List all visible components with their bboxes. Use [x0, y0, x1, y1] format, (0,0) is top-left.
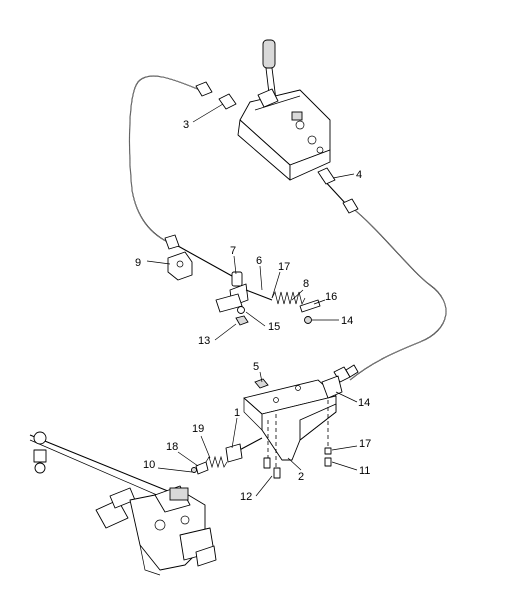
callout-6: 6: [256, 255, 262, 267]
cable-fitting-mid-left: [164, 234, 180, 250]
part-12-bolt: [263, 457, 281, 479]
part-16-pin: [299, 299, 321, 313]
shift-lever-assembly: [237, 39, 331, 181]
callout-19: 19: [192, 423, 204, 435]
upper-shift-cable: [128, 75, 233, 277]
part-6-rod: [245, 289, 273, 301]
cable-fitting-right: [317, 167, 359, 383]
part-2-mounting-bracket: [243, 375, 343, 461]
callout-3: 3: [183, 119, 189, 131]
callout-2: 2: [298, 471, 304, 483]
part-18-collar: [195, 461, 209, 475]
callout-13: 13: [198, 335, 210, 347]
part-7-clevis: [215, 271, 249, 313]
part-1-link-rod: [225, 437, 263, 463]
callout-12: 12: [240, 491, 252, 503]
bracket-dashed-lines: [267, 400, 329, 470]
callout-16: 16: [325, 291, 337, 303]
callout-14: 14: [341, 315, 353, 327]
part-19-spring: [205, 455, 228, 469]
callout-5: 5: [253, 361, 259, 373]
callout-4: 4: [356, 169, 362, 181]
callout-17: 17: [278, 261, 290, 273]
cable-fitting-upper-left: [195, 81, 237, 110]
callout-8: 8: [303, 278, 309, 290]
part-17-11-bolt-right: [324, 447, 332, 467]
part-14-nut-upper: [304, 316, 312, 324]
part-10-pin: [191, 467, 197, 473]
callout-9: 9: [135, 257, 141, 269]
lower-shift-cable: [321, 177, 447, 381]
callout-17-lower: 17: [359, 438, 371, 450]
callout-numbers: 3 4 9 7 6 17 8 16 14 15 13 5 14 1 19 18 …: [135, 119, 371, 503]
callout-15: 15: [268, 321, 280, 333]
callout-1: 1: [234, 407, 240, 419]
part-5-nut: [254, 378, 269, 389]
part-8-spring: [271, 290, 306, 306]
callout-18: 18: [166, 441, 178, 453]
part-13-nut: [235, 315, 249, 326]
callout-10: 10: [143, 459, 155, 471]
part-15-washer: [237, 306, 245, 314]
callout-11: 11: [359, 465, 370, 477]
pedal-linkage-assembly: [29, 431, 217, 576]
callout-7: 7: [230, 245, 236, 257]
leader-lines: [146, 103, 358, 497]
callout-14-lower: 14: [358, 397, 370, 409]
part-9-cable-bracket: [167, 251, 193, 281]
